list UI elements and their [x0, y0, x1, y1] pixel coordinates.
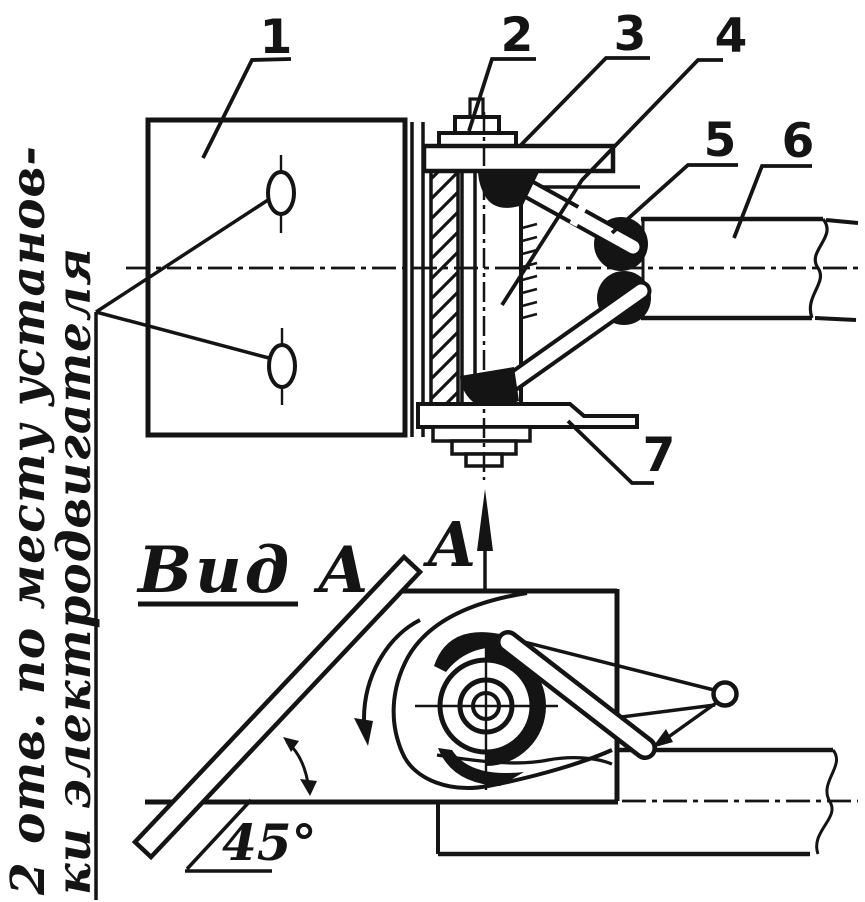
angle-label: 45° — [222, 813, 317, 872]
angle-arrow-head — [283, 737, 299, 752]
break-line — [808, 217, 829, 319]
margin-note: 2 отв. по месту установ- ки электродвига… — [1, 145, 102, 896]
leader-6 — [732, 164, 812, 239]
view-arrow-head — [477, 489, 493, 551]
note-leader — [94, 198, 270, 900]
rotation-arrow-head — [354, 718, 373, 746]
pulley — [415, 634, 558, 790]
centerlines — [126, 112, 858, 803]
belt-inner-edge — [436, 753, 613, 766]
callout-leaders — [201, 56, 812, 485]
mounting-holes — [266, 155, 297, 405]
rod-joint — [569, 201, 589, 227]
lower-view — [131, 553, 838, 873]
belt-shading — [486, 646, 546, 766]
leader-1 — [201, 57, 292, 159]
leader-3 — [517, 56, 650, 149]
upper-view — [94, 97, 859, 900]
bottom-flange — [416, 402, 639, 429]
belt-run-upper — [507, 636, 715, 692]
callout-3: 3 — [614, 7, 647, 62]
callout-5: 5 — [704, 113, 737, 168]
weld-fillet — [460, 367, 519, 411]
motor-plate — [145, 117, 408, 438]
leader-5 — [610, 163, 738, 235]
link-rods — [483, 170, 652, 406]
idler-knob — [711, 680, 739, 708]
margin-note-line2: ки электродвигателя — [47, 247, 102, 895]
nut — [431, 425, 532, 443]
force-arrow-head — [652, 729, 673, 748]
margin-note-line1: 2 отв. по месту установ- — [1, 145, 56, 896]
top-clamp-bar — [421, 143, 616, 174]
view-direction-arrow — [477, 489, 493, 592]
angle-dimension — [185, 737, 317, 873]
angle-arrow-head — [300, 779, 317, 796]
rotation-arrow-arc — [361, 618, 421, 723]
inclined-board — [131, 553, 424, 861]
view-label: Вид А — [136, 533, 373, 608]
section-letter: А — [423, 508, 478, 581]
callout-7: 7 — [643, 428, 676, 483]
leader-7 — [566, 419, 654, 485]
leader-4 — [500, 58, 723, 307]
callout-2: 2 — [501, 8, 534, 63]
weld-fillet — [478, 169, 539, 208]
hatch-lines — [431, 168, 458, 406]
belt-outline — [391, 591, 613, 790]
callout-4: 4 — [715, 9, 748, 64]
belt-shading — [438, 748, 524, 786]
leader-2 — [467, 57, 536, 132]
callout-1: 1 — [260, 10, 293, 65]
callout-6: 6 — [782, 114, 815, 169]
tension-arm — [496, 630, 657, 760]
